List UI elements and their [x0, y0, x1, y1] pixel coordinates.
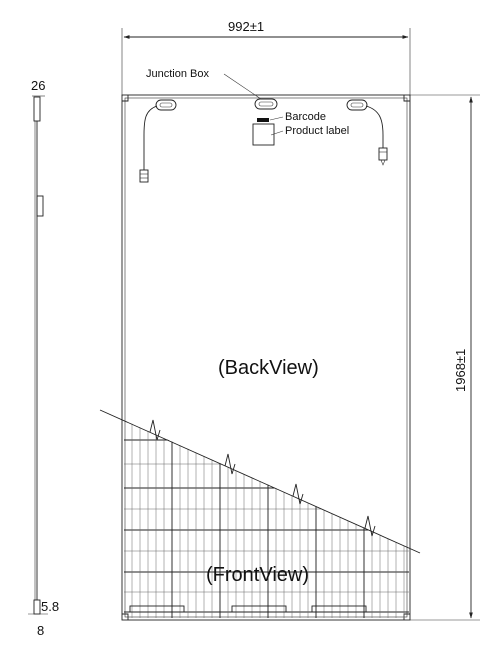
profile-frame-bottom	[33, 599, 41, 615]
thickness-label: 26	[31, 78, 45, 93]
junction-box-label: Junction Box	[146, 68, 209, 80]
panel-inner-frame	[124, 97, 408, 618]
junction-box-left-inner	[159, 102, 173, 108]
cell-grid	[124, 420, 409, 618]
panel-frame	[121, 94, 411, 621]
product-label-text: Product label	[285, 125, 349, 137]
connector-right-tip	[380, 159, 386, 166]
cutaway-break-line	[99, 409, 421, 554]
barcode-mark	[257, 118, 269, 122]
profile-frame-top	[33, 96, 41, 122]
height-label: 1968±1	[453, 349, 468, 392]
edge-dim-b: 8	[37, 623, 44, 638]
product-label-box	[252, 123, 275, 146]
height-dimension: 1968±1	[410, 94, 480, 621]
product-label-leader	[270, 130, 284, 136]
edge-dim-a: 5.8	[41, 599, 59, 614]
cable-right	[365, 105, 384, 148]
corner-bl	[122, 613, 129, 620]
width-label: 992±1	[228, 19, 264, 34]
corner-tl	[122, 95, 129, 102]
cable-left	[143, 105, 158, 170]
junction-box-center-inner	[258, 101, 274, 107]
barcode-label: Barcode	[285, 111, 326, 123]
junction-box-leader	[223, 73, 262, 100]
profile-junction-box	[36, 195, 44, 217]
side-profile: 26 5.8 8	[28, 78, 59, 638]
back-view-label: (BackView)	[218, 357, 319, 379]
front-view-cutaway	[124, 420, 409, 618]
junction-box-right-inner	[350, 102, 364, 108]
barcode-leader	[269, 116, 284, 121]
corner-tr	[403, 95, 410, 102]
width-dimension: 992±1	[121, 19, 411, 96]
front-view-label: (FrontView)	[206, 564, 309, 586]
connector-right	[378, 147, 388, 161]
back-annotations: Junction Box Barcode Product label	[146, 68, 349, 146]
junction-box-right	[346, 99, 368, 111]
junction-boxes	[139, 98, 388, 183]
junction-box-left	[155, 99, 177, 111]
panel-outline	[121, 94, 411, 621]
junction-box-center	[254, 98, 278, 110]
connector-left	[139, 169, 149, 183]
